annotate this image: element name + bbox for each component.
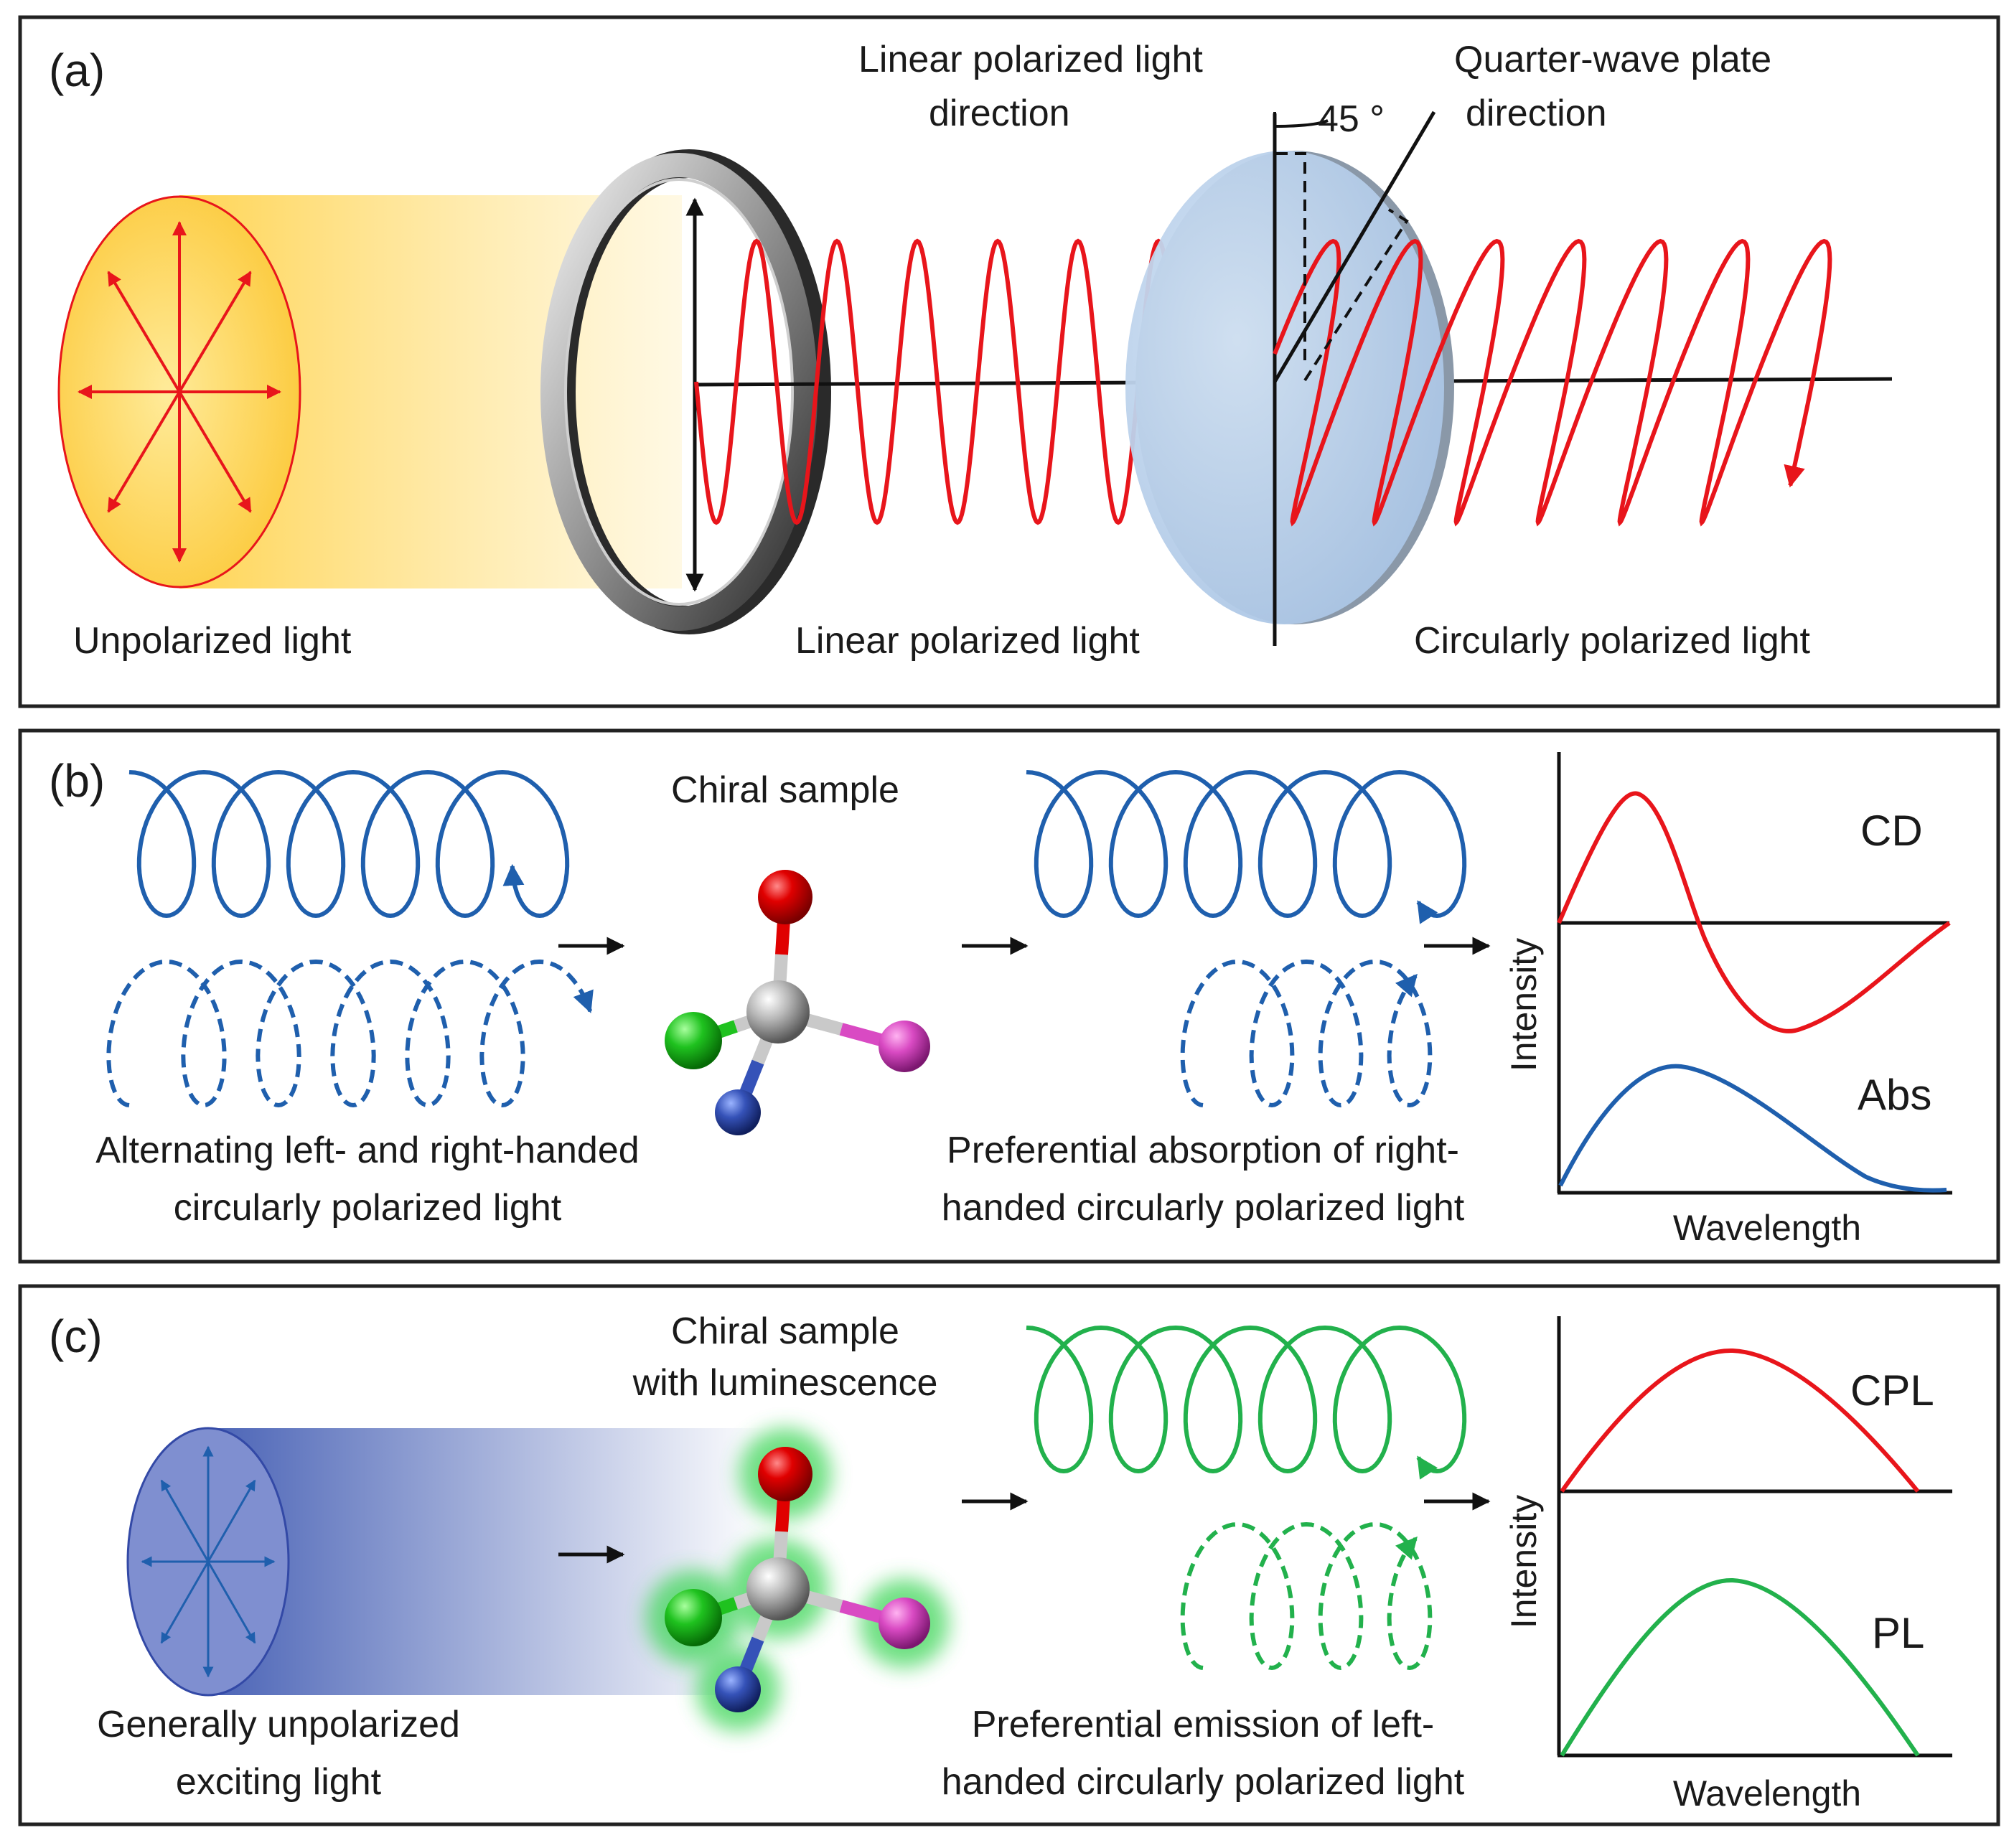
absorbed-right-helix (1180, 959, 1433, 1108)
chiral-molecule (665, 870, 930, 1135)
iodine-atom (879, 1021, 930, 1072)
polarization-arrow (107, 271, 181, 393)
panel-b-frame (18, 728, 2000, 1264)
spectrum-plot-c: CPL PL Wavelength Intensity (1504, 1316, 1952, 1814)
panel-c-label: (c) (49, 1310, 103, 1362)
nitrogen-atom (715, 1089, 761, 1135)
emitted-left-helix (1026, 1325, 1467, 1480)
absorption-label-line1: Preferential absorption of right- (947, 1130, 1459, 1171)
alternating-label-line2: circularly polarized light (174, 1187, 562, 1229)
angle-arc (1273, 112, 1329, 128)
unpolarized-light-label: Unpolarized light (73, 620, 352, 662)
polarization-arrow (178, 271, 252, 393)
panel-b-label: (b) (49, 755, 105, 807)
emitted-right-helix (1180, 1521, 1433, 1671)
chiral-sample-label: Chiral sample (671, 769, 899, 811)
abs-curve (1558, 1064, 1947, 1193)
panel-a: (a) Linear polarized light direction 45 … (18, 15, 2000, 708)
chlorine-atom (665, 1012, 722, 1069)
quarter-wave-label-line1: Quarter-wave plate (1454, 39, 1771, 80)
cd-curve (1557, 791, 1951, 1033)
y-axis-title: Intensity (1504, 938, 1544, 1071)
quarter-wave-label-line2: direction (1466, 93, 1607, 134)
spectrum-plot-b: CD Abs Wavelength Intensity (1504, 752, 1952, 1248)
linear-direction-label-line1: Linear polarized light (858, 39, 1203, 80)
linear-direction-label-line2: direction (929, 93, 1070, 134)
left-handed-helix (128, 769, 570, 919)
linear-polarized-light-label: Linear polarized light (795, 620, 1140, 662)
circular-polarized-wave (1273, 238, 1832, 527)
y-axis-title: Intensity (1504, 1495, 1544, 1628)
angle-label: 45 ° (1318, 98, 1385, 140)
dashed-guide-vertical (1276, 152, 1306, 367)
alternating-label-line1: Alternating left- and right-handed (95, 1130, 639, 1171)
pl-curve (1560, 1577, 1920, 1757)
panel-c: (c) Generally unpolarized exciting light… (18, 1284, 2000, 1826)
x-axis-title: Wavelength (1673, 1208, 1861, 1248)
iodine-atom (879, 1598, 930, 1649)
panel-b: (b) Alternating left- and right-handed c… (18, 728, 2000, 1264)
polarization-arrow (178, 390, 252, 513)
polarization-arrow (207, 1561, 256, 1644)
exciting-label-line1: Generally unpolarized (97, 1704, 460, 1745)
quarter-wave-direction-line (1273, 111, 1436, 383)
dashed-guide-diagonal (1303, 208, 1409, 382)
unpolarized-arrows (78, 221, 281, 563)
luminescent-chiral-molecule (646, 1428, 949, 1731)
right-handed-helix (106, 959, 594, 1108)
chiral-lum-label-line2: with luminescence (632, 1362, 938, 1404)
panel-a-label: (a) (49, 44, 105, 96)
emission-label-line2: handed circularly polarized light (942, 1761, 1465, 1803)
cd-label: CD (1860, 807, 1923, 855)
panel-c-frame (18, 1284, 2000, 1826)
polarization-arrow (160, 1479, 210, 1562)
absorption-label-line2: handed circularly polarized light (942, 1187, 1465, 1229)
oxygen-atom (758, 1447, 812, 1501)
panel-a-frame (18, 15, 2000, 708)
carbon-atom (746, 980, 810, 1043)
carbon-atom (746, 1557, 810, 1620)
emission-label-line1: Preferential emission of left- (972, 1704, 1435, 1745)
pl-label: PL (1872, 1609, 1924, 1657)
chiral-lum-label-line1: Chiral sample (671, 1310, 899, 1352)
circular-polarized-light-label: Circularly polarized light (1414, 620, 1811, 662)
x-axis-title: Wavelength (1673, 1773, 1861, 1814)
polarization-arrow (160, 1561, 210, 1644)
chlorine-atom (665, 1589, 722, 1646)
polarization-arrow (207, 1479, 256, 1562)
exciting-label-line2: exciting light (176, 1761, 382, 1803)
cpl-label: CPL (1850, 1366, 1934, 1415)
nitrogen-atom (715, 1666, 761, 1712)
oxygen-atom (758, 870, 812, 924)
abs-label: Abs (1858, 1071, 1931, 1119)
exciting-light-arrows (141, 1445, 276, 1678)
cpl-curve (1560, 1348, 1920, 1493)
polarization-arrow (107, 390, 181, 513)
transmitted-left-helix (1026, 769, 1467, 924)
